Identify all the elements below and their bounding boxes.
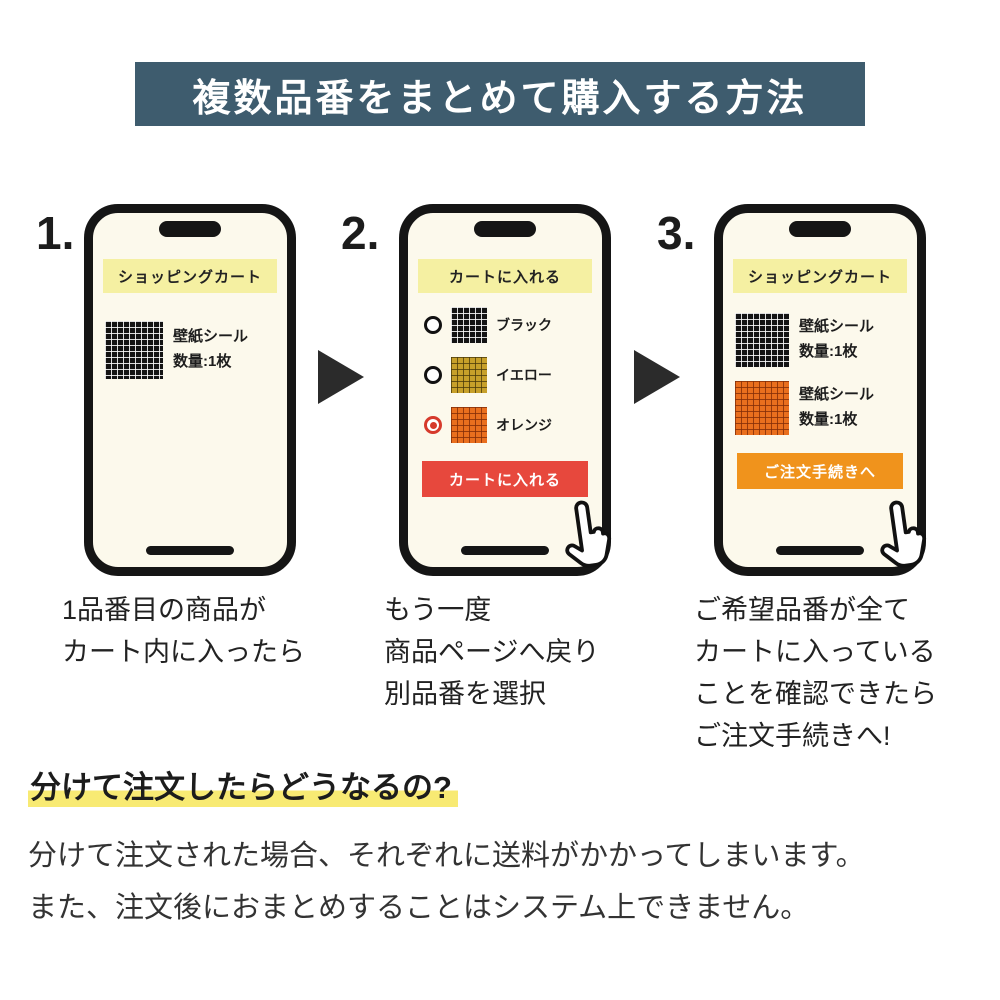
radio-black[interactable]	[424, 316, 442, 334]
product-qty: 数量:1枚	[173, 353, 232, 370]
hand-cursor-icon	[549, 491, 623, 575]
footer-heading: 分けて注文したらどうなるの?	[28, 762, 458, 807]
product-name: 壁紙シール	[173, 328, 249, 346]
caption-line: ご希望品番が全て	[694, 595, 910, 625]
step-1-number: 1.	[36, 207, 75, 259]
radio-yellow[interactable]	[424, 366, 442, 384]
product-qty: 数量:1枚	[799, 343, 858, 360]
product-swatch-orange	[735, 381, 789, 435]
step-2-number: 2.	[341, 207, 380, 259]
home-indicator	[461, 546, 549, 555]
home-indicator	[776, 546, 864, 555]
home-indicator	[146, 546, 234, 555]
swatch-black	[451, 307, 487, 343]
caption-line: ことを確認できたら	[694, 678, 937, 709]
option-label-yellow: イエロー	[496, 367, 552, 383]
arrow-right-icon	[634, 350, 680, 404]
caption-line: もう一度	[384, 595, 492, 625]
caption-line: 1品番目の商品が	[62, 595, 267, 625]
footer-body-line: また、注文後におまとめすることはシステム上できません。	[28, 892, 810, 925]
add-to-cart-button[interactable]: カートに入れる	[422, 461, 588, 497]
arrow-right-icon	[318, 350, 364, 404]
option-label-black: ブラック	[496, 317, 552, 333]
cart-banner: ショッピングカート	[733, 259, 907, 293]
radio-orange[interactable]	[424, 416, 442, 434]
product-swatch-black	[105, 321, 163, 379]
phone-notch	[159, 221, 221, 237]
phone-step-2: カートに入れる ブラック イエロー オレンジ カートに入れる	[399, 204, 612, 576]
cart-item-text: 壁紙シール 数量:1枚	[173, 325, 248, 375]
color-option-black[interactable]: ブラック	[424, 307, 602, 343]
step-3-number: 3.	[657, 207, 696, 259]
cart-item: 壁紙シール 数量:1枚	[735, 313, 905, 367]
phone-notch	[789, 221, 851, 237]
cart-banner: ショッピングカート	[103, 259, 277, 293]
option-label-orange: オレンジ	[496, 417, 552, 433]
phone-step-1: ショッピングカート 壁紙シール 数量:1枚	[84, 204, 296, 576]
color-option-yellow[interactable]: イエロー	[424, 357, 602, 393]
page-title: 複数品番をまとめて購入する方法	[192, 77, 808, 120]
cart-item-text: 壁紙シール 数量:1枚	[799, 315, 874, 365]
product-qty: 数量:1枚	[799, 411, 858, 428]
cart-item: 壁紙シール 数量:1枚	[735, 381, 905, 435]
phone-step-3: ショッピングカート 壁紙シール 数量:1枚 壁紙シール 数量:1枚 ご注文手続き…	[714, 204, 927, 576]
step-3-caption: ご希望品番が全て カートに入っている ことを確認できたら ご注文手続きへ!	[694, 590, 937, 757]
swatch-orange	[451, 407, 487, 443]
hand-cursor-icon	[864, 491, 938, 575]
product-name: 壁紙シール	[799, 386, 875, 404]
caption-line: 商品ページへ戻り	[384, 636, 600, 667]
caption-line: カート内に入ったら	[62, 636, 305, 667]
highlighted-heading: 分けて注文したらどうなるの?	[28, 770, 458, 807]
caption-line: カートに入っている	[694, 636, 936, 667]
product-name: 壁紙シール	[799, 318, 875, 336]
step-2-caption: もう一度 商品ページへ戻り 別品番を選択	[384, 590, 599, 716]
add-to-cart-banner: カートに入れる	[418, 259, 592, 293]
caption-line: ご注文手続きへ!	[694, 720, 891, 751]
step-1-caption: 1品番目の商品が カート内に入ったら	[62, 590, 305, 674]
footer-body-line: 分けて注文された場合、それぞれに送料がかかってしまいます。	[28, 840, 865, 872]
product-swatch-black	[735, 313, 789, 367]
footer-body: 分けて注文された場合、それぞれに送料がかかってしまいます。 また、注文後におまと…	[28, 830, 865, 934]
cart-item: 壁紙シール 数量:1枚	[105, 321, 275, 379]
header-banner: 複数品番をまとめて購入する方法	[135, 62, 865, 126]
phone-notch	[474, 221, 536, 237]
caption-line: 別品番を選択	[384, 678, 546, 709]
swatch-yellow	[451, 357, 487, 393]
color-option-orange[interactable]: オレンジ	[424, 407, 602, 443]
cart-item-text: 壁紙シール 数量:1枚	[799, 383, 874, 433]
checkout-button[interactable]: ご注文手続きへ	[737, 453, 903, 489]
